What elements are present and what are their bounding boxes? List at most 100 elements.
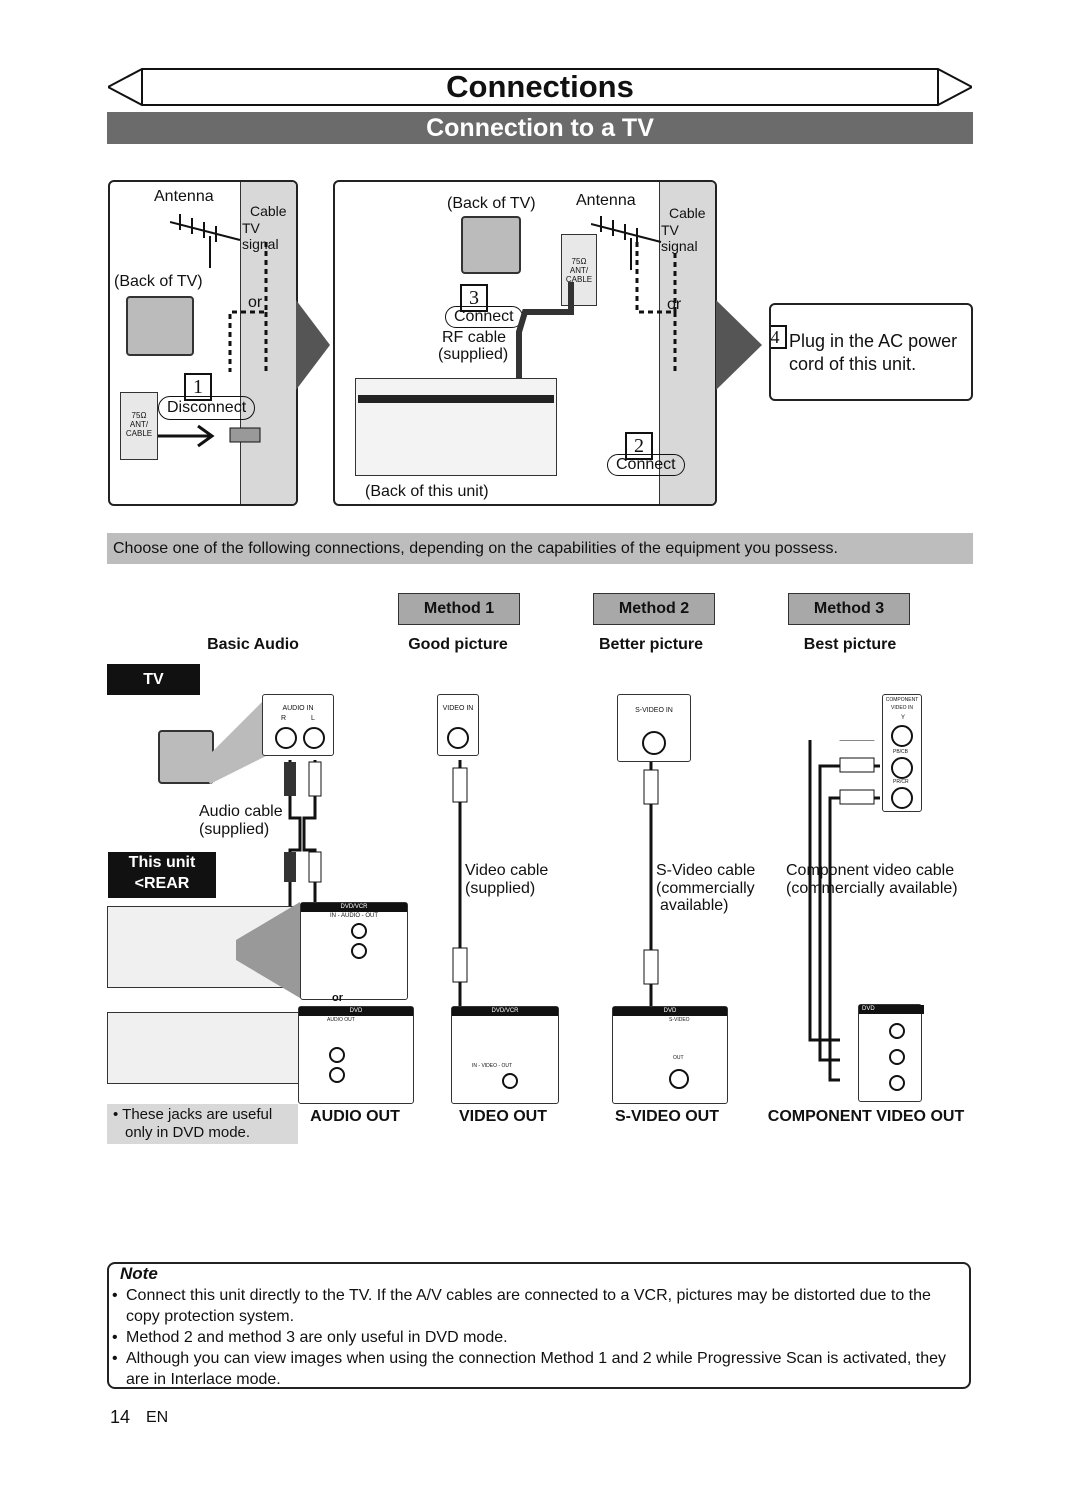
zoom-wedge — [200, 698, 266, 784]
tv-back-icon — [126, 296, 194, 356]
svideo-cable-label: S-Video cable — [656, 862, 756, 879]
dvd-component-pb-jack — [889, 1049, 905, 1065]
rf-cable-icon — [516, 282, 574, 382]
dvdvcr-audio-out-panel: DVD/VCR IN - AUDIO - OUT — [300, 902, 408, 1000]
audio-in-label: AUDIO IN — [282, 705, 314, 712]
tv-badge: TV — [107, 664, 200, 695]
cable-label: Cable — [250, 203, 287, 219]
tv-video-in-panel: VIDEO IN — [437, 694, 479, 756]
bullet: • — [112, 1350, 118, 1367]
rf-cable-label: RF cable — [442, 329, 507, 346]
back-of-tv-label: (Back of TV) — [447, 195, 536, 212]
dvdvcr-header: DVD/VCR — [452, 1007, 558, 1016]
note-title: Note — [120, 1264, 158, 1283]
audio-in-r-jack — [275, 727, 297, 749]
bullet: • — [112, 1329, 118, 1346]
dvd-component-pr-jack — [889, 1075, 905, 1091]
dvd-component-out-panel: DVD — [858, 1004, 924, 1102]
dvd-header: DVD — [613, 1007, 727, 1016]
bullet: • — [112, 1287, 118, 1304]
tv-svideo-in-panel: S-VIDEO IN — [617, 694, 691, 762]
dvdvcr-audio-r-jack — [351, 943, 367, 959]
jack-r-label: R — [281, 715, 287, 722]
component-label: COMPONENT — [885, 697, 919, 703]
antenna-label: Antenna — [576, 192, 636, 209]
jack-ant-label: ANT/ — [129, 420, 149, 429]
audio-cable-supplied-label: (supplied) — [199, 821, 270, 838]
unit-rear-panel — [355, 378, 557, 476]
page-number: 14 — [110, 1407, 131, 1427]
note-item: • Method 2 and method 3 are only useful … — [112, 1327, 964, 1348]
note-box — [107, 1262, 971, 1389]
svideo-available-label: available) — [660, 897, 729, 914]
dashed-cable-line — [635, 242, 677, 372]
dvd-svideo-out-panel: DVD S-VIDEO OUT — [612, 1006, 728, 1104]
step-arrow-icon — [716, 300, 762, 390]
dvd-header-bar — [358, 395, 554, 403]
language-label: EN — [146, 1409, 169, 1426]
step4-line2: cord of this unit. — [789, 354, 917, 374]
unit-rear-panel-bottom — [107, 1012, 299, 1084]
title-banner — [108, 68, 972, 106]
svideo-in-label: S-VIDEO IN — [635, 707, 673, 714]
back-of-unit-label: (Back of this unit) — [365, 483, 489, 500]
best-picture-label: Best picture — [803, 636, 897, 653]
component-y-jack — [891, 725, 913, 747]
disconnect-arrow-icon — [158, 424, 261, 448]
in-audio-out-label: IN - AUDIO - OUT — [330, 913, 378, 919]
jack-ohm-label: 75Ω — [131, 411, 147, 420]
ant-cable-jack-box: 75Ω ANT/ CABLE — [561, 234, 597, 306]
tv-component-in-panel: COMPONENT VIDEO IN Y PB/CB PR/CR — [882, 694, 922, 812]
zoom-wedge — [236, 902, 300, 998]
dvd-audio-l-jack — [329, 1047, 345, 1063]
dvd-svideo-out-jack — [669, 1069, 689, 1089]
page-title: Connections — [446, 69, 634, 104]
step2-number: 2 — [625, 432, 653, 460]
step23-panel: (Back of TV) Antenna Cable TV signal 75Ω… — [333, 180, 717, 506]
video-cable-label: Video cable — [465, 862, 549, 879]
wall-strip — [240, 182, 296, 504]
svideo-small-label: S-VIDEO — [669, 1017, 690, 1023]
antenna-label: Antenna — [154, 188, 214, 205]
out-small-label: OUT — [673, 1055, 684, 1061]
audio-in-l-jack — [303, 727, 325, 749]
tv-back-icon — [461, 216, 521, 274]
or-label: or — [667, 296, 682, 313]
note-item-text: Method 2 and method 3 are only useful in… — [126, 1329, 508, 1346]
jack-ant-label: ANT/ — [569, 266, 589, 275]
dvd-audio-out-panel: DVD AUDIO OUT — [298, 1006, 414, 1104]
better-picture-label: Better picture — [598, 636, 704, 653]
tv-audio-in-panel: AUDIO IN R L — [262, 694, 334, 756]
cable-label: Cable — [669, 205, 706, 221]
note-item: • Connect this unit directly to the TV. … — [112, 1285, 964, 1327]
dvd-header: DVD — [859, 1005, 924, 1014]
dvd-header: DVD — [299, 1007, 413, 1016]
dvdvcr-video-out-panel: DVD/VCR IN - VIDEO - OUT — [451, 1006, 559, 1104]
dvd-note-line1: • These jacks are useful — [113, 1106, 273, 1123]
jack-cable-label: CABLE — [565, 275, 593, 284]
jack-l-label: L — [311, 715, 315, 722]
audio-cable-label: Audio cable — [199, 803, 283, 820]
component-cable-label: Component video cable — [786, 862, 955, 879]
svideo-in-jack — [642, 731, 666, 755]
step1-panel: Antenna Cable TV signal (Back of TV) or … — [108, 180, 298, 506]
dvd-note-line2: only in DVD mode. — [125, 1124, 251, 1141]
step1-number: 1 — [184, 373, 212, 401]
component-video-in-label: VIDEO IN — [891, 705, 913, 711]
note-item-text: Connect this unit directly to the TV. If… — [126, 1287, 931, 1325]
wall-strip — [659, 182, 715, 504]
method-1-box: Method 1 — [398, 593, 520, 625]
step4-line1: Plug in the AC power — [789, 331, 958, 351]
component-pr-jack — [891, 787, 913, 809]
tv-signal-label: TV signal — [661, 222, 698, 254]
ant-cable-jack-box: 75Ω ANT/ CABLE — [120, 392, 158, 460]
svideo-commercially-label: (commercially — [656, 880, 755, 897]
rf-supplied-label: (supplied) — [438, 346, 509, 363]
step4-number: 4 — [771, 325, 787, 349]
note-item-text: Although you can view images when using … — [126, 1350, 947, 1388]
antenna-icon — [591, 216, 662, 270]
component-video-out-label: COMPONENT VIDEO OUT — [767, 1108, 965, 1125]
dvdvcr-audio-l-jack — [351, 923, 367, 939]
audio-out-label: AUDIO OUT — [310, 1108, 400, 1125]
basic-audio-label: Basic Audio — [207, 636, 299, 653]
